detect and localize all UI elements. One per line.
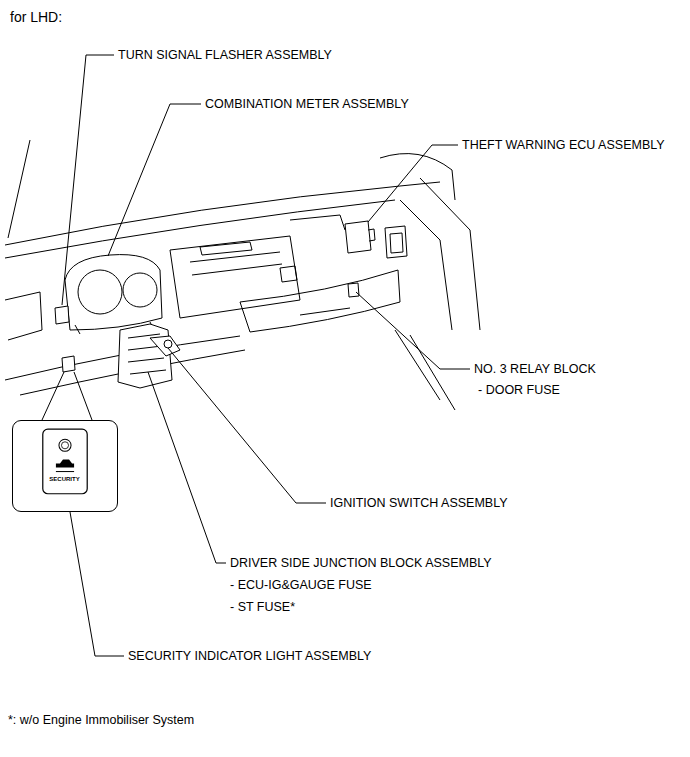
fuse-label: - DOOR FUSE: [476, 383, 562, 398]
fuse-label: - ST FUSE*: [228, 600, 297, 615]
switch-text: SECURITY: [49, 476, 79, 483]
part-label: NO. 3 RELAY BLOCK: [472, 362, 598, 377]
part-label: SECURITY INDICATOR LIGHT ASSEMBLY: [126, 649, 373, 664]
part-label: COMBINATION METER ASSEMBLY: [203, 97, 411, 112]
switch-icon: [13, 421, 117, 511]
diagram-title: for LHD:: [8, 10, 64, 25]
part-label: TURN SIGNAL FLASHER ASSEMBLY: [116, 48, 334, 63]
part-label: THEFT WARNING ECU ASSEMBLY: [460, 138, 667, 153]
footnote: *: w/o Engine Immobiliser System: [6, 713, 196, 728]
fuse-label: - ECU-IG&GAUGE FUSE: [228, 578, 374, 593]
part-label: DRIVER SIDE JUNCTION BLOCK ASSEMBLY: [228, 556, 494, 571]
part-label: IGNITION SWITCH ASSEMBLY: [328, 496, 510, 511]
inset-box: SECURITY: [12, 420, 118, 512]
